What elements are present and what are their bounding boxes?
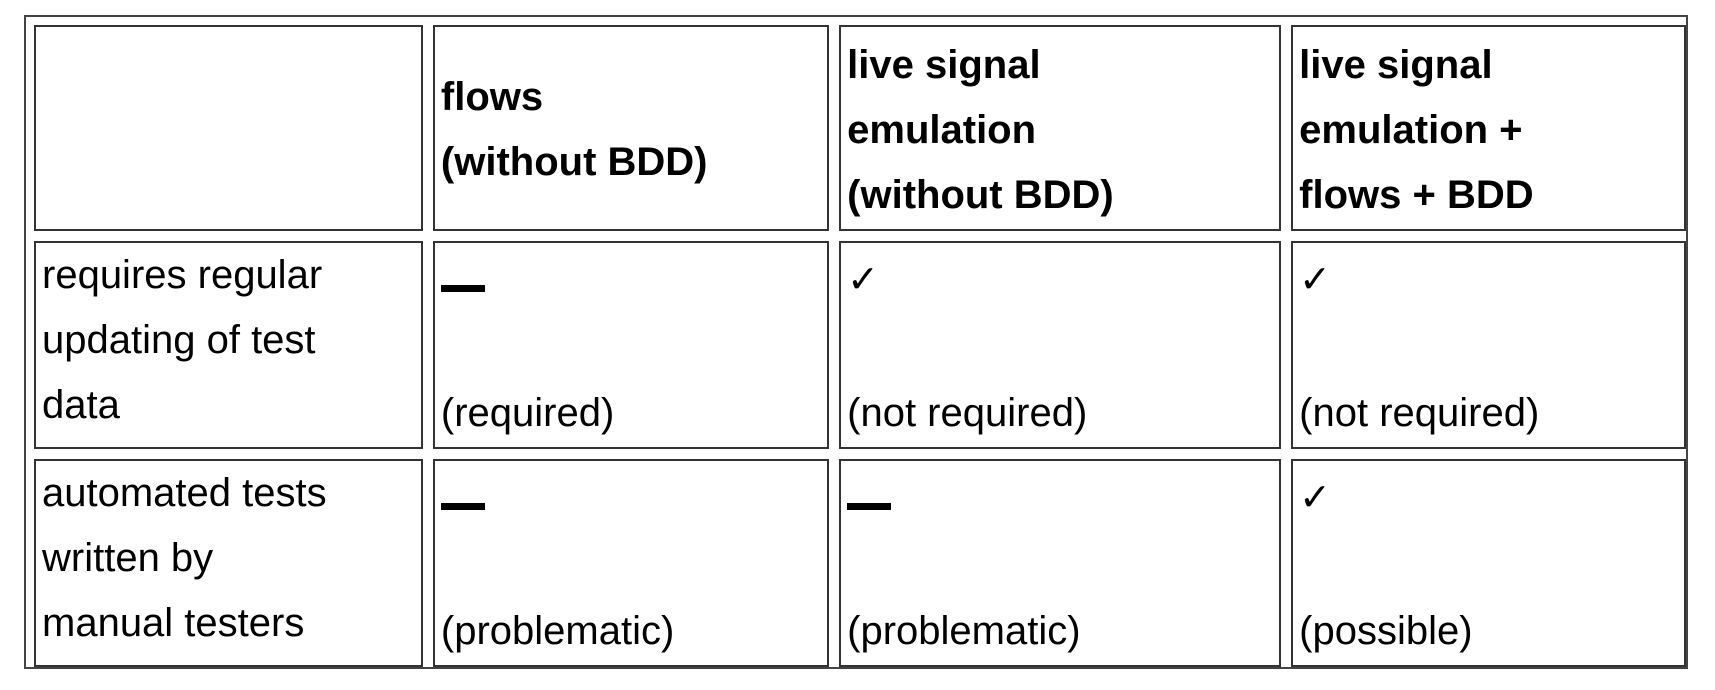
cell-note: (possible) bbox=[1299, 609, 1473, 653]
header-line: emulation + bbox=[1299, 107, 1523, 152]
check-icon: ✓ bbox=[1299, 257, 1331, 301]
table-row: automated tests written by manual tester… bbox=[34, 459, 1686, 667]
header-cell-live-signal: live signal emulation (without BDD) bbox=[839, 25, 1282, 231]
row-label-automated-tests: automated tests written by manual tester… bbox=[34, 459, 423, 667]
header-line: flows bbox=[440, 75, 544, 119]
cell-note: (not required) bbox=[1299, 391, 1540, 435]
header-line: (without BDD) bbox=[847, 172, 1114, 217]
cell-note: (problematic) bbox=[847, 609, 1081, 653]
header-cell-combined: live signal emulation + flows + BDD bbox=[1291, 25, 1686, 231]
check-icon: ✓ bbox=[1299, 475, 1331, 519]
header-cell-flows: flows (without BDD) bbox=[432, 25, 830, 231]
row-label-line: written by bbox=[42, 536, 214, 580]
table-cell: ✓ (not required) bbox=[839, 241, 1282, 449]
table-cell: ✓ (possible) bbox=[1291, 459, 1686, 667]
dash-icon bbox=[440, 467, 485, 510]
row-label-line: manual testers bbox=[42, 601, 305, 645]
dash-icon bbox=[440, 249, 485, 292]
row-label-line: requires regular bbox=[42, 253, 323, 297]
header-line: (without BDD) bbox=[440, 140, 708, 184]
cell-note: (required) bbox=[440, 391, 615, 435]
header-line: live signal bbox=[847, 42, 1041, 87]
header-cell-empty bbox=[34, 25, 423, 231]
comparison-table: flows (without BDD) live signal emulatio… bbox=[24, 15, 1696, 677]
header-row: flows (without BDD) live signal emulatio… bbox=[34, 25, 1686, 231]
header-line: emulation bbox=[847, 107, 1037, 152]
header-line: flows + BDD bbox=[1299, 172, 1534, 217]
dash-icon bbox=[847, 467, 892, 510]
table-cell: (required) bbox=[432, 241, 830, 449]
row-label-line: data bbox=[42, 383, 120, 427]
cell-note: (problematic) bbox=[440, 609, 675, 653]
comparison-table-frame: flows (without BDD) live signal emulatio… bbox=[24, 15, 1688, 669]
table-cell: ✓ (not required) bbox=[1291, 241, 1686, 449]
check-icon: ✓ bbox=[847, 257, 879, 301]
table-cell: (problematic) bbox=[839, 459, 1282, 667]
cell-note: (not required) bbox=[847, 391, 1088, 435]
row-label-updating: requires regular updating of test data bbox=[34, 241, 423, 449]
row-label-line: automated tests bbox=[42, 471, 327, 515]
header-line: live signal bbox=[1299, 42, 1493, 87]
table-cell: (problematic) bbox=[432, 459, 830, 667]
table-row: requires regular updating of test data (… bbox=[34, 241, 1686, 449]
row-label-line: updating of test bbox=[42, 318, 316, 362]
